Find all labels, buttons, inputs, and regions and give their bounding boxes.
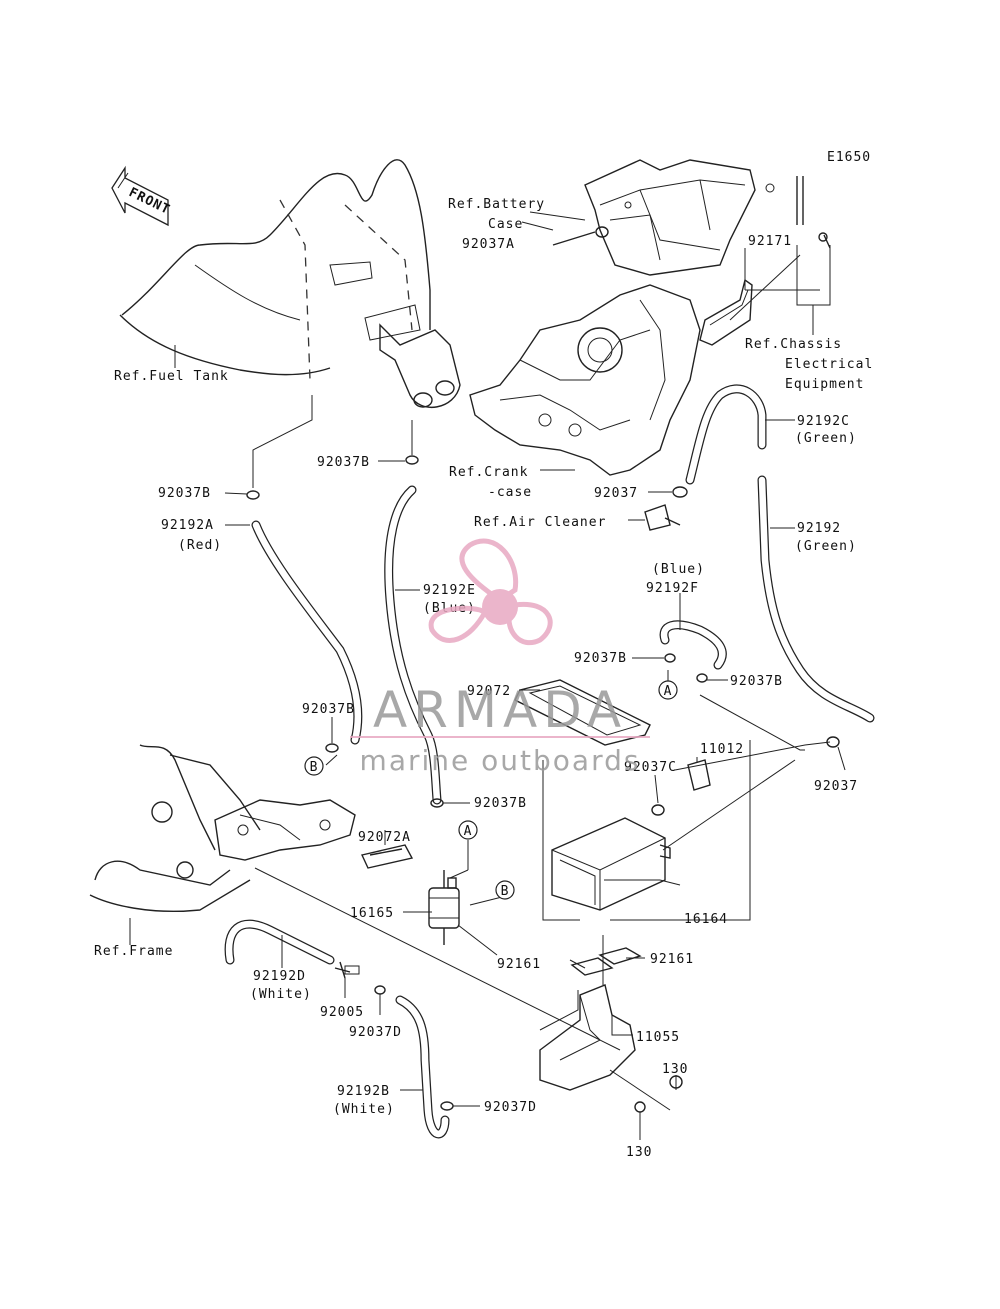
label-92192a-color: (Red) xyxy=(178,538,222,553)
pad-92161-right xyxy=(598,947,642,965)
filter-16165 xyxy=(428,870,460,945)
label-92005: 92005 xyxy=(320,1005,364,1020)
frame-drawing xyxy=(89,744,356,913)
ref-fuel-tank: Ref.Fuel Tank xyxy=(114,369,229,384)
ref-chassis-l3: Equipment xyxy=(785,377,864,392)
svg-text:A: A xyxy=(664,684,673,699)
callout-a-top: A xyxy=(658,680,678,700)
battery-case-drawing xyxy=(584,159,775,276)
label-92171: 92171 xyxy=(748,234,792,249)
label-92072: 92072 xyxy=(467,684,511,699)
label-92161-right: 92161 xyxy=(650,952,694,967)
label-92192d-color: (White) xyxy=(250,987,312,1002)
label-92192f: 92192F xyxy=(646,581,699,596)
label-92037b-f2: 92037B xyxy=(730,674,783,689)
label-92037-right: 92037 xyxy=(814,779,858,794)
label-92037c: 92037C xyxy=(624,760,677,775)
watermark-brand: ARMADA xyxy=(373,681,627,739)
fitting-92005 xyxy=(334,961,360,979)
label-92161-left: 92161 xyxy=(497,957,541,972)
label-92192a: 92192A xyxy=(161,518,214,533)
label-92037-mid: 92037 xyxy=(594,486,638,501)
ref-chassis-l2: Electrical xyxy=(785,357,873,372)
label-92037b-top: 92037B xyxy=(317,455,370,470)
label-92192f-color: (Blue) xyxy=(652,562,705,577)
label-16165: 16165 xyxy=(350,906,394,921)
air-cleaner-fitting xyxy=(644,504,681,531)
ref-crankcase-l2: -case xyxy=(488,485,532,500)
callout-b-left: B xyxy=(304,756,324,776)
canister-16164 xyxy=(551,817,671,911)
label-92072a: 92072A xyxy=(358,830,411,845)
label-92192e: 92192E xyxy=(423,583,476,598)
watermark: ARMADA marine outboards xyxy=(350,538,650,777)
fuel-tank-drawing xyxy=(119,159,461,409)
label-92192c: 92192C xyxy=(797,414,850,429)
svg-text:A: A xyxy=(464,824,473,839)
label-92037b-left: 92037B xyxy=(158,486,211,501)
label-130-top: 130 xyxy=(662,1062,688,1077)
label-92037d-bottom: 92037D xyxy=(484,1100,537,1115)
front-arrow-icon: FRONT xyxy=(111,165,172,227)
callout-a-filter: A xyxy=(458,820,478,840)
bracket-92171 xyxy=(699,278,753,346)
strap-92072 xyxy=(514,679,651,746)
svg-text:B: B xyxy=(501,884,510,899)
callout-b-filter: B xyxy=(495,880,515,900)
ref-chassis-l1: Ref.Chassis xyxy=(745,337,842,352)
label-130-bottom: 130 xyxy=(626,1145,652,1160)
labels: Ref.Battery Case 92037A 92171 Ref.Chassi… xyxy=(94,197,873,1160)
ref-frame: Ref.Frame xyxy=(94,944,173,959)
label-92192: 92192 xyxy=(797,521,841,536)
clamps xyxy=(246,455,840,1111)
leader-lines xyxy=(129,211,846,1140)
hoses xyxy=(224,384,875,1139)
ref-battery-case-l2: Case xyxy=(488,217,523,232)
label-11012: 11012 xyxy=(700,742,744,757)
ref-battery-case-l1: Ref.Battery xyxy=(448,197,545,212)
connector-11012 xyxy=(687,759,711,791)
label-92192c-color: (Green) xyxy=(795,431,857,446)
label-92037a: 92037A xyxy=(462,237,515,252)
label-16164: 16164 xyxy=(684,912,728,927)
label-11055: 11055 xyxy=(636,1030,680,1045)
propeller-logo-icon xyxy=(428,538,553,646)
svg-text:B: B xyxy=(310,760,319,775)
label-92192d: 92192D xyxy=(253,969,306,984)
diagram-code: E1650 xyxy=(827,150,871,165)
label-92037b-center: 92037B xyxy=(474,796,527,811)
bolt-92037a xyxy=(552,226,609,246)
label-92192-color: (Green) xyxy=(795,539,857,554)
label-92037b-b: 92037B xyxy=(302,702,355,717)
label-92037d-left: 92037D xyxy=(349,1025,402,1040)
label-92192b-color: (White) xyxy=(333,1102,395,1117)
ref-crankcase-l1: Ref.Crank xyxy=(449,465,528,480)
strap-92072a xyxy=(361,844,414,869)
ref-air-cleaner: Ref.Air Cleaner xyxy=(474,515,606,530)
label-92192b: 92192B xyxy=(337,1084,390,1099)
watermark-tagline: marine outboards xyxy=(360,744,641,777)
pad-92161-left xyxy=(570,957,614,976)
label-92037b-f1: 92037B xyxy=(574,651,627,666)
crankcase-drawing xyxy=(469,284,701,476)
bracket-11055 xyxy=(539,984,683,1113)
